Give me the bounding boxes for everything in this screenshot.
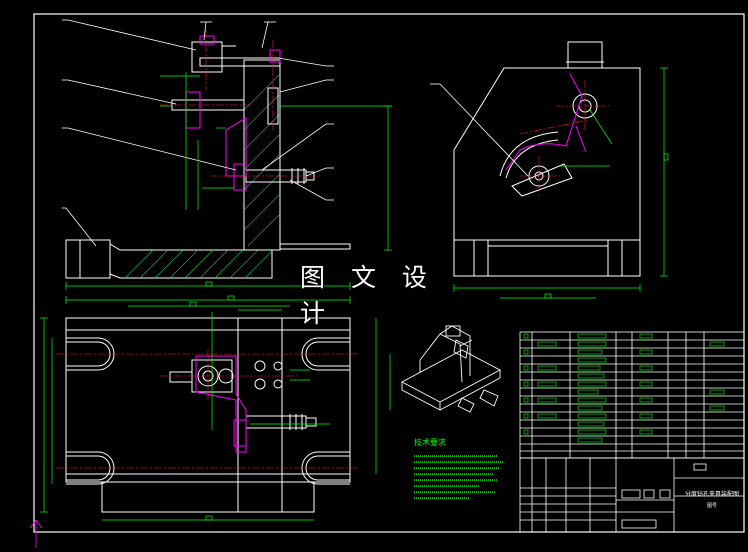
title-block [519,457,745,533]
parts-list [519,331,745,459]
top-view [65,317,351,513]
top-view-centerlines [56,350,360,469]
side-view-magenta [505,73,587,171]
parts-list-green [523,333,725,443]
front-view-centerlines [160,30,320,177]
side-view-centerlines [519,80,612,196]
top-view-dims [40,295,391,521]
top-view-magenta [195,355,247,453]
front-view-dimensions [65,72,392,290]
side-view-leader [430,83,529,177]
tech-notes-heading: 技术要求 [414,438,446,447]
side-view [453,41,641,277]
tech-notes-lines [414,455,504,499]
ucs-icon [29,519,43,548]
isometric-view [401,325,501,413]
title-block-title: 分度钻孔夹具装配图 [684,491,739,498]
side-view-dims [453,67,669,299]
front-view-leaders [62,19,334,247]
front-view [65,35,351,279]
drawing-frame [33,13,745,533]
title-block-sub: 图号 [706,503,717,509]
